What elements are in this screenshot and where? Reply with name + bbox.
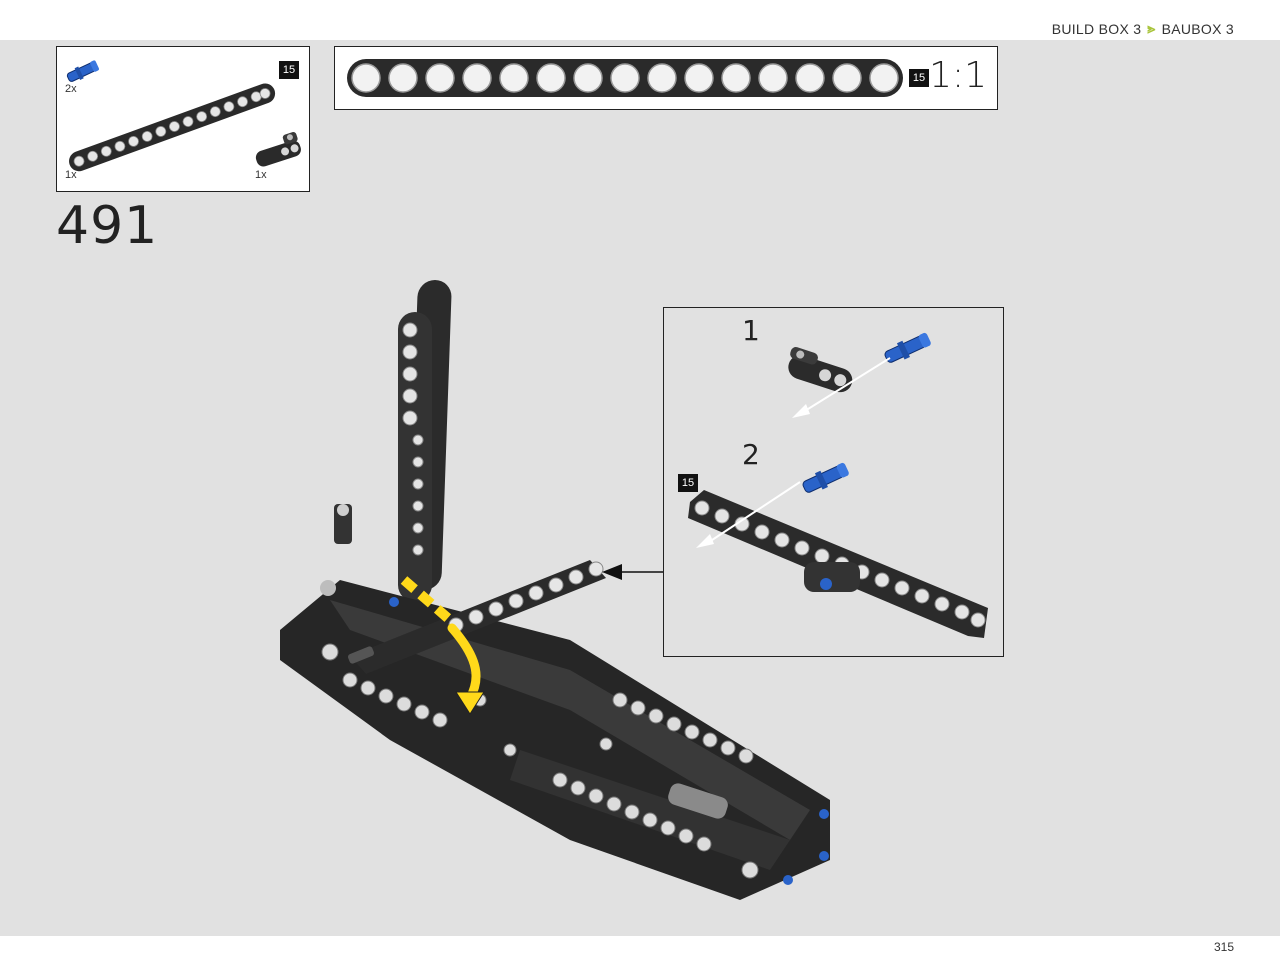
beam-quantity: 1x (65, 169, 77, 181)
beam-length-badge: 15 (279, 61, 299, 79)
substep-1-connector-icon (788, 347, 853, 393)
yellow-highlight-arrow-icon (400, 576, 485, 715)
diagonal-beam-15 (347, 560, 606, 674)
substep-2-number: 2 (742, 438, 760, 471)
breadcrumb: BUILD BOX 3 ⪢ BAUBOX 3 (1052, 20, 1234, 37)
main-assembly-illustration (280, 280, 830, 900)
callout-pointer-arrow-icon (602, 564, 664, 580)
ruler-length-badge: 15 (909, 69, 929, 87)
scale-label: 1:1 (929, 55, 987, 96)
sub-assembly-callout: 1 2 15 (663, 307, 1004, 657)
connector-quantity: 1x (255, 169, 267, 181)
parts-list-box: 2x 15 1x 1x (56, 46, 310, 192)
page-footer: 315 (0, 936, 1280, 974)
chevron-right-icon: ⪢ (1147, 20, 1156, 36)
breadcrumb-build-box: BUILD BOX 3 (1051, 20, 1142, 37)
step-number: 491 (56, 196, 159, 256)
ruler-beam-icon (347, 59, 903, 97)
substep-1-insert-arrow-icon (792, 357, 891, 418)
vertical-beam-front (398, 312, 432, 602)
substep-1-number: 1 (742, 314, 760, 347)
substep-2-beam-15-icon (688, 490, 988, 638)
pin-quantity: 2x (65, 83, 77, 95)
page-header: BUILD BOX 3 ⪢ BAUBOX 3 (0, 0, 1280, 40)
scale-ruler-box: 15 1:1 (334, 46, 998, 110)
substep-1-blue-pin-icon (884, 332, 931, 363)
connector-block-icon (255, 132, 301, 167)
callout-beam-badge: 15 (678, 474, 698, 492)
blue-axle-pin-icon (66, 60, 99, 82)
beam-15-icon (69, 83, 276, 172)
substep-2-insert-arrow-icon (696, 481, 801, 548)
chassis-base (280, 504, 830, 900)
breadcrumb-baubox: BAUBOX 3 (1161, 20, 1234, 37)
substep-2-blue-pin-icon (802, 462, 849, 493)
page-number: 315 (1213, 940, 1234, 954)
